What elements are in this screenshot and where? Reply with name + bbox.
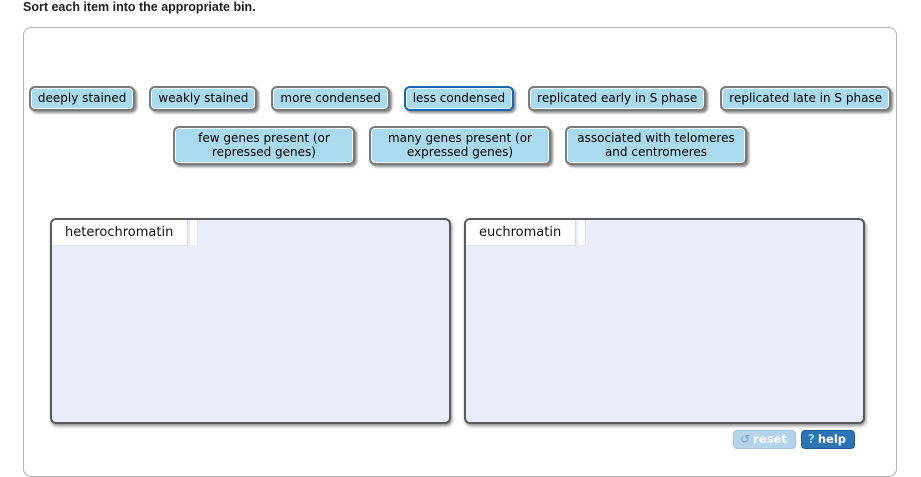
- drag-item-replicated-late-in-s-phase[interactable]: replicated late in S phase: [720, 86, 892, 111]
- drag-item-replicated-early-in-s-phase[interactable]: replicated early in S phase: [528, 86, 707, 111]
- drag-item-many-genes-present[interactable]: many genes present (or expressed genes): [369, 126, 551, 165]
- drag-items-row-2: few genes present (or repressed genes) m…: [24, 126, 896, 165]
- drag-item-associated-with-telomeres[interactable]: associated with telomeres and centromere…: [565, 126, 747, 165]
- drag-item-less-condensed[interactable]: less condensed: [403, 86, 515, 111]
- drag-items-row-1: deeply stained weakly stained more conde…: [24, 86, 896, 111]
- reset-button-label: reset: [753, 432, 787, 446]
- action-buttons: ↺ reset ? help: [733, 430, 855, 449]
- drag-item-weakly-stained[interactable]: weakly stained: [149, 86, 258, 111]
- drag-item-more-condensed[interactable]: more condensed: [271, 86, 390, 111]
- bin-label-euchromatin: euchromatin: [466, 220, 577, 246]
- page-title: Sort each item into the appropriate bin.: [23, 0, 256, 14]
- help-button[interactable]: ? help: [800, 430, 855, 449]
- bins-area: heterochromatin euchromatin: [50, 218, 865, 424]
- bin-tab-notch: [578, 220, 587, 246]
- drag-item-deeply-stained[interactable]: deeply stained: [28, 86, 136, 111]
- help-button-label: help: [817, 432, 846, 446]
- help-question-icon: ?: [807, 432, 815, 446]
- bin-label-heterochromatin: heterochromatin: [52, 220, 189, 246]
- sorting-activity-panel: deeply stained weakly stained more conde…: [23, 27, 897, 477]
- reset-undo-icon: ↺: [740, 432, 751, 446]
- drag-items-area: deeply stained weakly stained more conde…: [24, 86, 896, 165]
- bin-euchromatin[interactable]: euchromatin: [464, 218, 865, 424]
- bin-tab-notch: [190, 220, 199, 246]
- drag-item-few-genes-present[interactable]: few genes present (or repressed genes): [173, 126, 355, 165]
- reset-button[interactable]: ↺ reset: [733, 430, 796, 449]
- bin-heterochromatin[interactable]: heterochromatin: [50, 218, 451, 424]
